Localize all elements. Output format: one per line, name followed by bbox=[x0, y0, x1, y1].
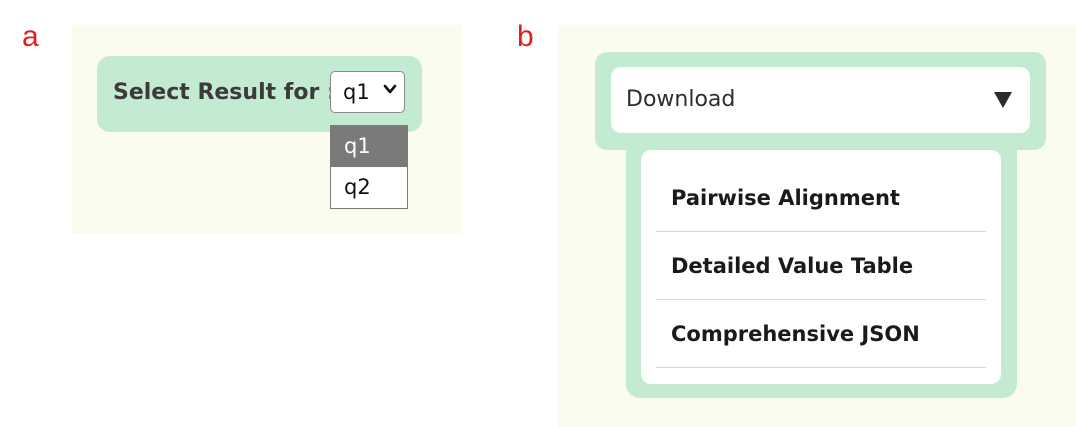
select-result-container: Select Result for : q1 bbox=[97, 56, 422, 132]
menu-item-detailed-value-table[interactable]: Detailed Value Table bbox=[656, 232, 986, 300]
chevron-down-icon bbox=[383, 84, 397, 94]
result-select[interactable]: q1 bbox=[330, 71, 405, 113]
select-option-q1[interactable]: q1 bbox=[331, 126, 407, 167]
menu-item-label: Pairwise Alignment bbox=[671, 186, 900, 210]
panel-b-label: b bbox=[517, 20, 534, 53]
caret-down-icon bbox=[994, 92, 1012, 108]
download-menu: Pairwise Alignment Detailed Value Table … bbox=[641, 150, 1001, 384]
panel-a-label: a bbox=[22, 20, 39, 53]
menu-item-label: Detailed Value Table bbox=[671, 254, 914, 278]
download-button[interactable]: Download bbox=[611, 67, 1030, 133]
select-option-q2[interactable]: q2 bbox=[331, 167, 407, 208]
menu-item-label: Comprehensive JSON bbox=[671, 322, 920, 346]
menu-item-comprehensive-json[interactable]: Comprehensive JSON bbox=[656, 300, 986, 368]
select-current-value: q1 bbox=[343, 80, 370, 104]
menu-item-pairwise-alignment[interactable]: Pairwise Alignment bbox=[656, 164, 986, 232]
select-options-list: q1 q2 bbox=[330, 125, 408, 209]
download-label: Download bbox=[626, 87, 736, 112]
select-result-label: Select Result for : bbox=[113, 80, 336, 105]
